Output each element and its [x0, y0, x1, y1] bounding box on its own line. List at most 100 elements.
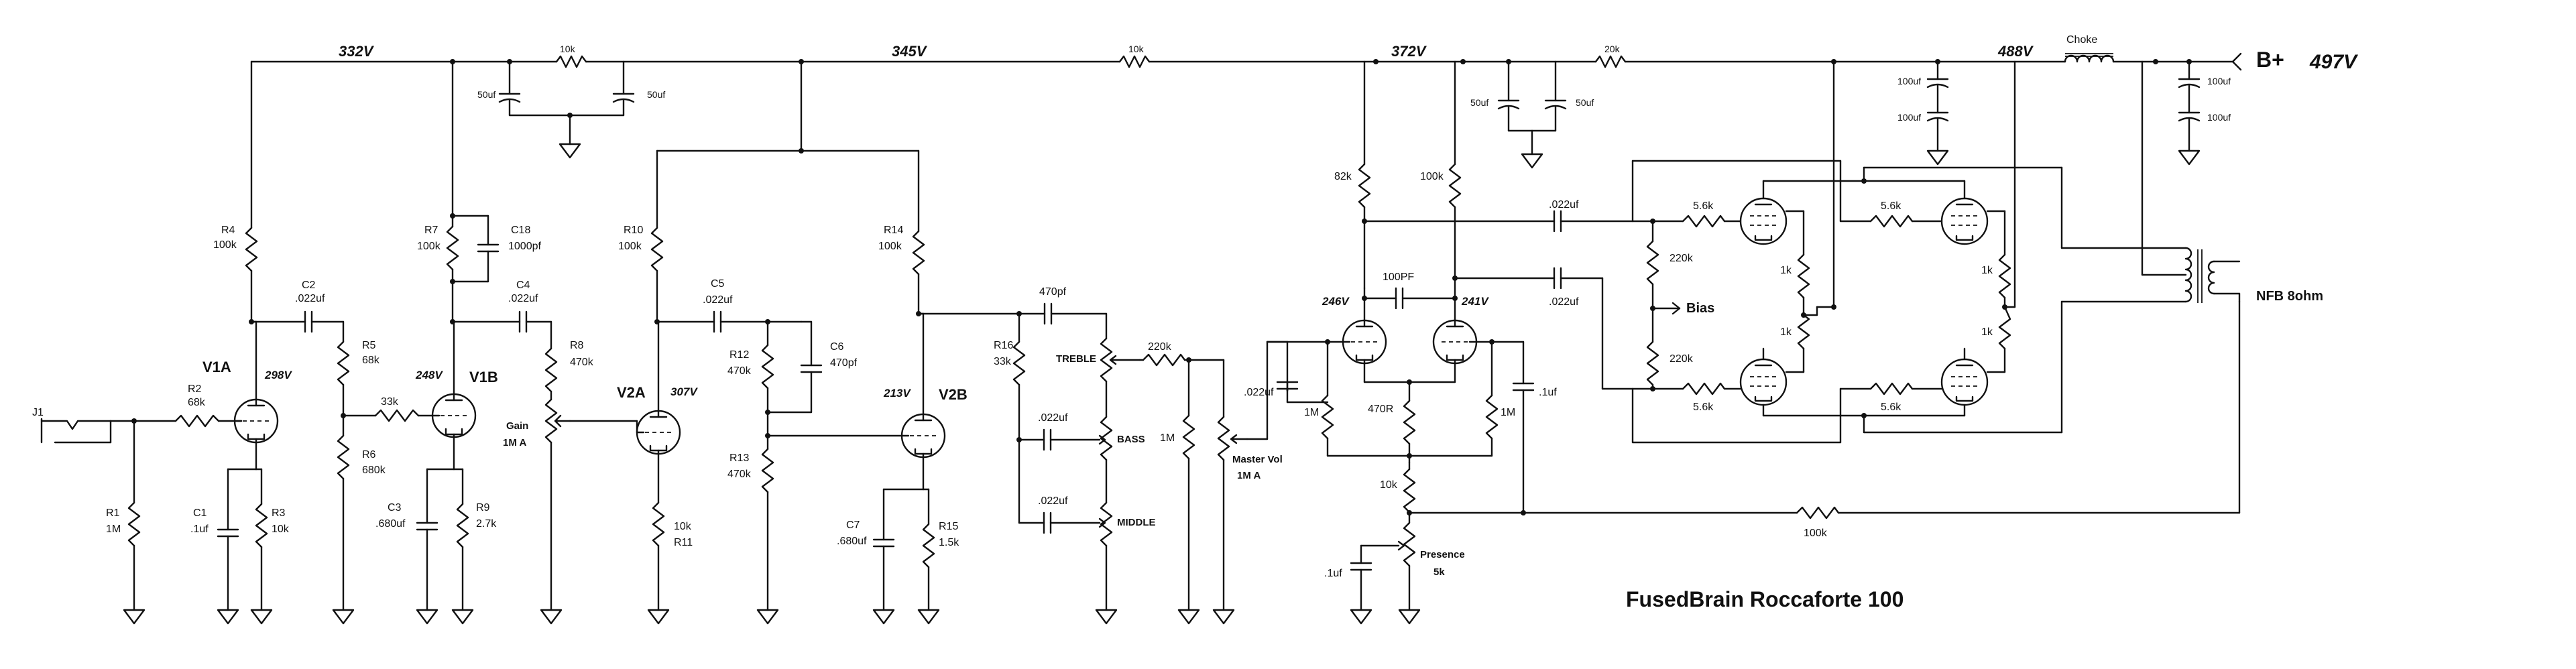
filter-cap-4: 50uf	[1576, 97, 1594, 108]
pi-a-voltage: 246V	[1322, 295, 1350, 308]
pi-r470: 470R	[1368, 404, 1393, 415]
tube-v1a	[233, 320, 279, 471]
output-transformer	[2141, 60, 2241, 303]
r2	[174, 414, 243, 428]
v1a-label: V1A	[202, 359, 231, 375]
r10-value: 100k	[618, 241, 642, 252]
pi-r1m-left: 1M	[1304, 407, 1319, 418]
c7-ref: C7	[846, 520, 860, 531]
r11-ref: R11	[674, 537, 693, 548]
master-vol-label: Master Vol	[1232, 454, 1283, 465]
input-jack	[40, 418, 177, 444]
screen-r2: 1k	[1780, 326, 1792, 338]
r7-value: 100k	[417, 241, 441, 252]
rail-voltage-372: 372V	[1391, 43, 1427, 60]
r6-value: 680k	[362, 465, 386, 476]
v2a-voltage: 307V	[670, 385, 698, 398]
pi-r100k: 100k	[1420, 171, 1444, 182]
filter-cap-1: 50uf	[477, 89, 495, 100]
r1	[123, 420, 145, 625]
r33k-value: 33k	[381, 396, 399, 408]
bass-label: BASS	[1117, 434, 1145, 445]
grid-stopper-2: 5.6k	[1693, 402, 1714, 413]
rail-r20k: 20k	[1604, 44, 1621, 54]
v1b-cathode	[416, 468, 474, 625]
v1a-voltage: 298V	[264, 369, 292, 381]
r9-value: 2.7k	[476, 518, 497, 530]
gain-label: Gain	[506, 420, 528, 432]
c6-value: 470pf	[830, 357, 858, 369]
b-plus-rail	[250, 52, 2242, 71]
pi-r82k: 82k	[1334, 171, 1352, 182]
filter-cap-6: 100uf	[1897, 112, 1921, 123]
pi-cap-in: .022uf	[1244, 387, 1274, 398]
tone-r220k: 220k	[1148, 341, 1172, 353]
v2b-voltage: 213V	[883, 387, 911, 400]
v1b-voltage: 248V	[415, 369, 443, 381]
c18-ref: C18	[511, 225, 530, 236]
r9-ref: R9	[476, 502, 490, 513]
r6-ref: R6	[362, 449, 376, 461]
r-33k	[342, 409, 441, 422]
c4	[451, 310, 552, 333]
screen-r3: 1k	[1981, 265, 1993, 276]
v2a-label: V2A	[617, 384, 646, 401]
gain-value: 1M A	[503, 437, 526, 448]
filter-cap-7: 100uf	[2207, 76, 2231, 86]
rail-voltage-488: 488V	[1997, 43, 2034, 60]
c2-ref: C2	[302, 280, 316, 291]
c2	[250, 310, 345, 333]
r7-c18	[446, 60, 500, 323]
c2-value: .022uf	[295, 293, 325, 304]
r2-value: 68k	[188, 397, 206, 408]
b-plus-voltage: 497V	[2309, 51, 2359, 73]
rail-voltage-332: 332V	[339, 43, 375, 60]
r4-ref: R4	[221, 225, 235, 236]
jack-label: J1	[32, 407, 44, 418]
treble-label: TREBLE	[1056, 353, 1096, 365]
nfb-r100k: 100k	[1804, 528, 1828, 539]
power-tubes	[1631, 60, 2187, 444]
tube-v2a	[636, 320, 681, 504]
r12-value: 470k	[727, 365, 752, 377]
r16-value: 33k	[994, 356, 1012, 367]
c1-value: .1uf	[190, 524, 209, 535]
filter-caps-488	[1926, 60, 1949, 166]
c6-ref: C6	[830, 341, 844, 353]
c3-ref: C3	[388, 502, 402, 513]
screen-r1: 1k	[1780, 265, 1792, 276]
c5	[656, 310, 803, 333]
filter-cap-3: 50uf	[1470, 97, 1488, 108]
pi-c1uf: .1uf	[1539, 387, 1557, 398]
tube-v1b	[431, 320, 477, 471]
pi-r10k: 10k	[1380, 479, 1398, 491]
r1-ref: R1	[106, 507, 120, 519]
grid-stopper-1: 5.6k	[1693, 200, 1714, 212]
r2-ref: R2	[188, 383, 202, 395]
middle-label: MIDDLE	[1117, 517, 1156, 528]
c470pf-value: 470pf	[1039, 286, 1067, 298]
r14	[912, 149, 1020, 315]
mid-cap-value: .022uf	[1038, 495, 1068, 507]
rail-voltage-345: 345V	[892, 43, 928, 60]
screen-r4: 1k	[1981, 326, 1993, 338]
tone-r1m: 1M	[1160, 432, 1175, 444]
r11	[647, 501, 670, 625]
r10-ref: R10	[624, 225, 643, 236]
r8-ref: R8	[570, 340, 584, 351]
bass-cap-value: .022uf	[1038, 412, 1068, 424]
phase-inverter	[1266, 60, 1654, 625]
r12-c6-r13	[756, 320, 903, 625]
grid-stopper-4: 5.6k	[1881, 402, 1901, 413]
filter-caps-left	[498, 60, 635, 159]
r10	[650, 60, 920, 323]
r13-value: 470k	[727, 469, 752, 480]
filter-cap-5: 100uf	[1897, 76, 1921, 86]
pi-r1m-right: 1M	[1501, 407, 1515, 418]
c3-value: .680uf	[375, 518, 406, 530]
choke-label: Choke	[2066, 34, 2097, 46]
r5-ref: R5	[362, 340, 376, 351]
v2b-cathode	[872, 488, 940, 625]
rail-r10k: 10k	[1128, 44, 1145, 54]
